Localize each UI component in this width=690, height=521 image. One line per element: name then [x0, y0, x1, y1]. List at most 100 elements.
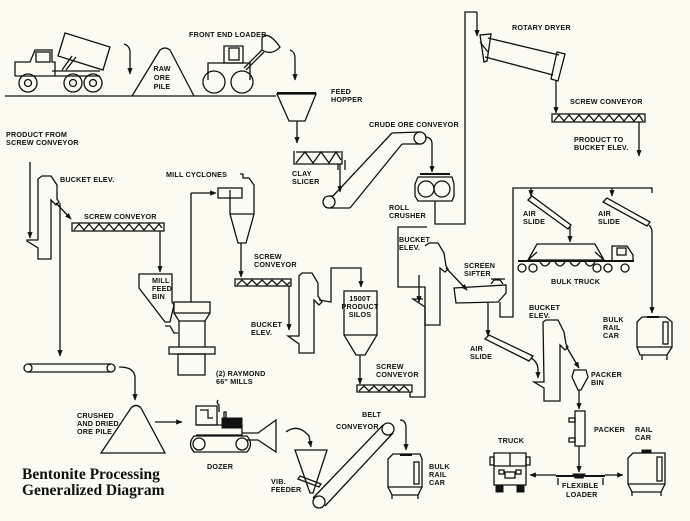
- label-belt-conveyor-1: BELT: [362, 410, 381, 419]
- flow-arrow: [55, 202, 72, 220]
- label-rail-car-2: CAR: [635, 433, 652, 442]
- label-crude-ore-conveyor: CRUDE ORE CONVEYOR: [369, 120, 459, 129]
- label-bulk-rail-car-bottom-2: RAIL: [429, 470, 447, 479]
- bulk-truck-icon: [517, 243, 634, 273]
- label-silos-3: SILOS: [349, 310, 372, 319]
- front-end-loader-icon: [202, 34, 281, 94]
- label-belt-conveyor-2: CONVEYOR: [336, 422, 379, 431]
- mill-cyclone-icon: [217, 173, 255, 244]
- screw-conveyor-top-icon: [551, 113, 646, 123]
- label-clay-slicer-1: CLAY: [292, 169, 312, 178]
- flow-arrow: [123, 43, 133, 75]
- label-bucket-elev-right-1: BUCKET: [399, 235, 431, 244]
- label-bucket-elev-mid-2: ELEV.: [251, 328, 272, 337]
- bucket-elevator-mid-icon: [286, 272, 323, 354]
- label-feed-hopper-2: HOPPER: [331, 95, 363, 104]
- belt-conveyor-inclined-icon: [312, 422, 395, 509]
- label-silos-2: PRODUCT: [342, 302, 379, 311]
- vib-feeder-icon: [294, 449, 328, 494]
- flow-arrow: [565, 345, 580, 369]
- diagram-title-line1: Bentonite Processing: [22, 466, 160, 483]
- label-screw-conveyor-left: SCREW CONVEYOR: [84, 212, 157, 221]
- label-raw-ore-pile-2: ORE: [154, 73, 170, 82]
- label-bucket-elev-left: BUCKET ELEV.: [60, 175, 114, 184]
- dump-truck-icon: [14, 32, 111, 93]
- flow-line: [434, 11, 477, 225]
- flow-arrow: [445, 267, 468, 291]
- air-slide-3-icon: [483, 334, 535, 362]
- label-screw-conveyor-silo-2: CONVEYOR: [376, 370, 419, 379]
- bucket-elevator-packer-icon: [531, 319, 569, 402]
- belt-conveyor-horizontal-icon: [23, 363, 116, 373]
- label-bulk-rail-car-right-2: RAIL: [603, 323, 621, 332]
- label-bucket-elev-packer-1: BUCKET: [529, 303, 561, 312]
- label-flexible-loader-2: LOADER: [566, 490, 598, 499]
- label-air-slide-3a: AIR: [470, 344, 484, 353]
- crude-ore-conveyor-icon: [322, 131, 427, 209]
- mill-feed-bin-icon: [138, 273, 178, 334]
- label-raw-ore-pile-3: PILE: [154, 82, 171, 91]
- label-bucket-elev-packer-2: ELEV.: [529, 311, 550, 320]
- label-air-slide-2a: AIR: [598, 209, 612, 218]
- label-raymond-mills-1: (2) RAYMOND: [216, 369, 265, 378]
- label-air-slide-3b: SLIDE: [470, 352, 492, 361]
- label-raw-ore-pile-1: RAW: [153, 64, 170, 73]
- label-bulk-rail-car-bottom-1: BULK: [429, 462, 450, 471]
- bulk-rail-car-right-icon: [636, 316, 673, 360]
- label-bulk-truck: BULK TRUCK: [551, 277, 601, 286]
- label-product-from-1: PRODUCT FROM: [6, 130, 67, 139]
- dozer-icon: [189, 399, 277, 454]
- label-packer: PACKER: [594, 425, 626, 434]
- feed-hopper-icon: [275, 92, 317, 122]
- clay-slicer-icon: [293, 150, 346, 170]
- truck-icon: [489, 452, 531, 493]
- label-crushed-1: CRUSHED: [77, 411, 114, 420]
- rail-car-icon: [627, 449, 666, 496]
- label-roll-crusher-1: ROLL: [389, 203, 410, 212]
- flow-line: [499, 187, 653, 318]
- label-front-end-loader: FRONT END LOADER: [189, 30, 267, 39]
- screw-conveyor-silo-icon: [356, 384, 413, 393]
- label-crushed-2: AND DRIED: [77, 419, 119, 428]
- flow-arrow: [424, 136, 435, 173]
- label-air-slide-1a: AIR: [523, 209, 537, 218]
- label-air-slide-1b: SLIDE: [523, 217, 545, 226]
- label-vib-feeder-1: VIB.: [271, 477, 286, 486]
- label-air-slide-2b: SLIDE: [598, 217, 620, 226]
- flow-arrow: [289, 49, 298, 81]
- label-mill-cyclones: MILL CYCLONES: [166, 170, 227, 179]
- label-packer-bin-2: BIN: [591, 378, 604, 387]
- label-rotary-dryer: ROTARY DRYER: [512, 23, 571, 32]
- packer-icon: [568, 410, 586, 447]
- air-slide-1-icon: [527, 195, 572, 230]
- product-silos-icon: [343, 290, 378, 356]
- label-bucket-elev-right-2: ELEV.: [399, 243, 420, 252]
- raw-ore-pile-icon: [131, 47, 195, 97]
- label-screw-conveyor-top: SCREW CONVEYOR: [570, 97, 643, 106]
- rotary-dryer-icon: [479, 33, 566, 82]
- label-flexible-loader-1: FLEXIBLE: [562, 481, 598, 490]
- label-roll-crusher-2: CRUSHER: [389, 211, 427, 220]
- label-screen-sifter-2: SIFTER: [464, 269, 491, 278]
- label-bulk-rail-car-right-1: BULK: [603, 315, 624, 324]
- label-screw-conveyor-mid-2: CONVEYOR: [254, 260, 297, 269]
- flow-arrow: [399, 419, 409, 451]
- diagram-title-line2: Generalized Diagram: [22, 482, 165, 499]
- label-truck: TRUCK: [498, 436, 525, 445]
- air-slide-2-icon: [601, 197, 651, 227]
- label-product-to-1: PRODUCT TO: [574, 135, 624, 144]
- raymond-mill-icon: [168, 193, 216, 376]
- label-crushed-3: ORE PILE: [77, 427, 112, 436]
- flexible-loader-icon: [556, 473, 605, 485]
- label-screw-conveyor-silo-1: SCREW: [376, 362, 404, 371]
- flow-arrow: [530, 357, 541, 379]
- label-silos-1: 1500T: [349, 294, 371, 303]
- bucket-elevator-right-icon: [410, 242, 449, 326]
- crushed-ore-pile-icon: [99, 404, 167, 454]
- packer-bin-icon: [571, 369, 589, 391]
- screw-conveyor-mid-icon: [234, 278, 292, 287]
- label-product-from-2: SCREW CONVEYOR: [6, 138, 79, 147]
- label-mill-feed-bin-3: BIN: [152, 292, 165, 301]
